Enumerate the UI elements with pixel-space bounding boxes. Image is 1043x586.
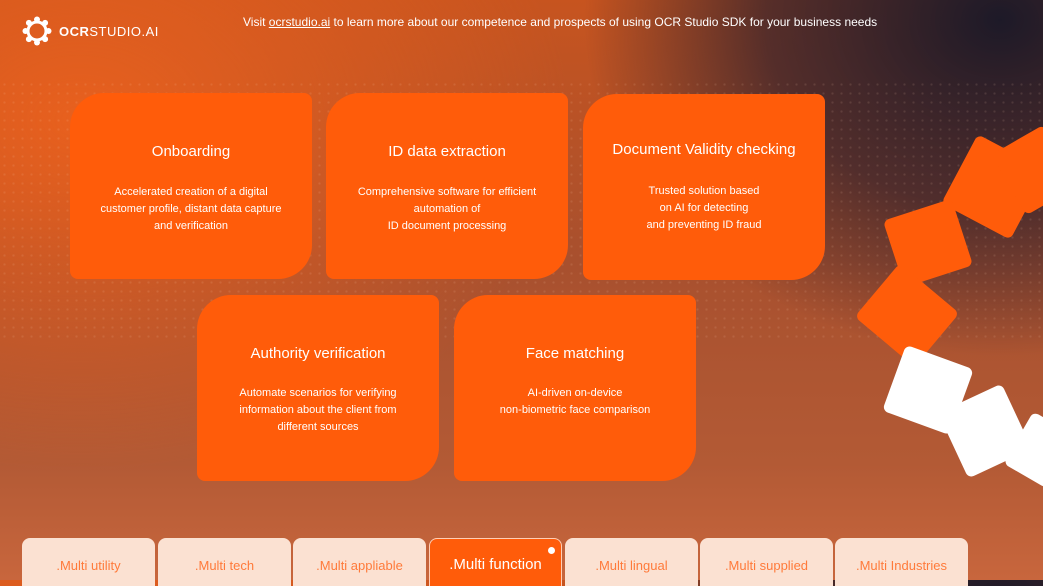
tab-multi-appliable[interactable]: .Multi appliable xyxy=(293,538,426,586)
top-banner: Visit ocrstudio.ai to learn more about o… xyxy=(243,15,877,29)
card-id-data-extraction[interactable]: ID data extraction Comprehensive softwar… xyxy=(326,93,568,279)
banner-suffix: to learn more about our competence and p… xyxy=(330,15,878,29)
logo-text: OCRSTUDIO.AI xyxy=(59,23,159,39)
card-title: ID data extraction xyxy=(388,143,506,160)
flower-logo-icon xyxy=(22,16,52,46)
card-document-validity-checking[interactable]: Document Validity checking Trusted solut… xyxy=(583,94,825,280)
tab-multi-tech[interactable]: .Multi tech xyxy=(158,538,291,586)
tab-multi-utility[interactable]: .Multi utility xyxy=(22,538,155,586)
tab-label: .Multi function xyxy=(449,556,542,573)
active-indicator-dot xyxy=(548,547,555,554)
card-title: Document Validity checking xyxy=(612,141,796,158)
tab-multi-industries[interactable]: .Multi Industries xyxy=(835,538,968,586)
ocrstudio-logo[interactable]: OCRSTUDIO.AI xyxy=(22,16,159,46)
card-onboarding[interactable]: Onboarding Accelerated creation of a dig… xyxy=(70,93,312,279)
card-title: Onboarding xyxy=(151,143,231,160)
ocrstudio-link[interactable]: ocrstudio.ai xyxy=(268,15,331,29)
tab-multi-supplied[interactable]: .Multi supplied xyxy=(700,538,833,586)
banner-prefix: Visit xyxy=(243,15,269,29)
card-title: Authority verification xyxy=(250,345,386,362)
tab-multi-function[interactable]: .Multi function xyxy=(429,538,562,586)
card-authority-verification[interactable]: Authority verification Automate scenario… xyxy=(197,295,439,481)
tab-multi-lingual[interactable]: .Multi lingual xyxy=(565,538,698,586)
card-title: Face matching xyxy=(525,345,625,362)
